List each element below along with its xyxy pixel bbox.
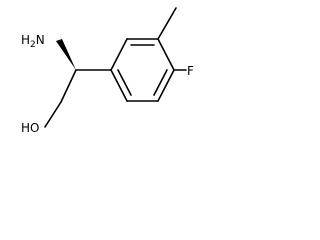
ring-bond-3 (157, 38, 175, 71)
ring-bond-1 (110, 38, 128, 71)
ring-bond-4 (157, 69, 175, 102)
oh-bond (44, 101, 62, 128)
methyl-bond (157, 7, 177, 40)
ch2-bond (60, 69, 77, 103)
wedge-bond (56, 39, 76, 70)
ring-bond-6 (110, 69, 128, 102)
hydroxyl-label: HO (21, 121, 39, 135)
fluorine-label: F (187, 64, 194, 78)
molecule-structure: H2N HO F (21, 7, 194, 135)
ring-double-bond-3 (117, 69, 132, 96)
benzene-ring (110, 38, 175, 102)
ring-double-bond-2 (153, 69, 168, 96)
amine-label: H2N (21, 33, 45, 50)
